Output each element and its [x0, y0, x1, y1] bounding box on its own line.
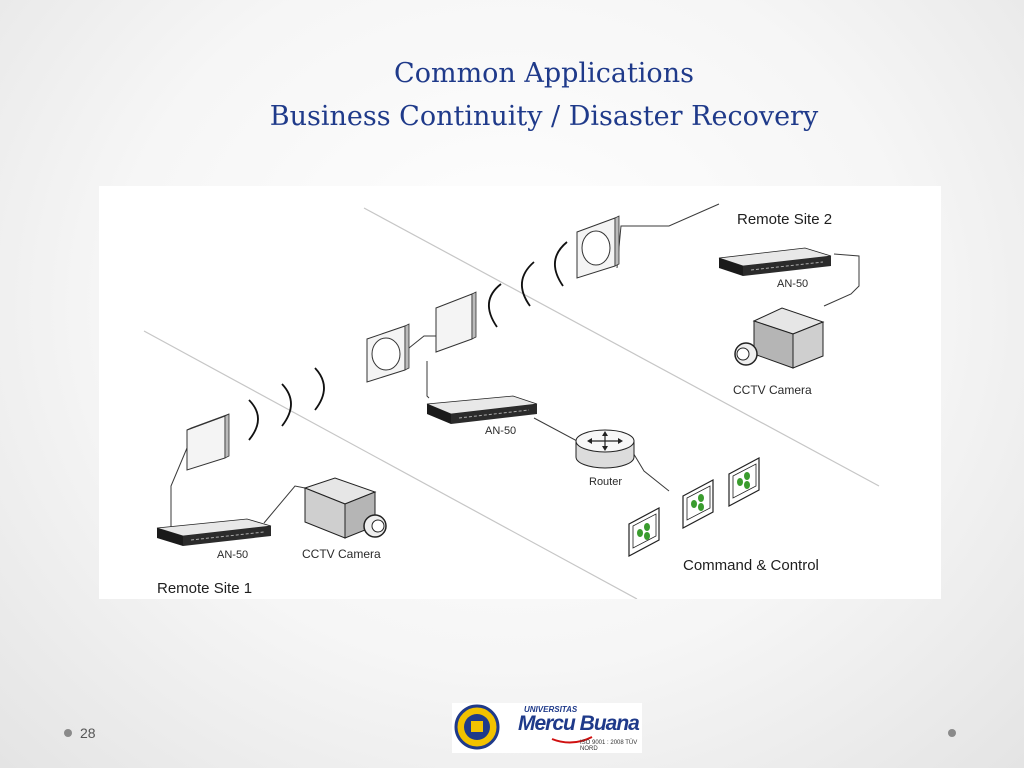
logo-seal-icon	[452, 703, 642, 753]
boundary-line-2	[363, 207, 880, 487]
network-diagram: AN-50 CCTV Camera Remote Site 1 AN-50 Ro…	[99, 186, 941, 599]
an50-device-center	[426, 395, 538, 424]
router-label: Router	[589, 476, 623, 488]
monitor-3	[728, 457, 760, 507]
connector-lines	[170, 203, 860, 531]
cctv-label-site-1: CCTV Camera	[302, 547, 381, 561]
diagram-graphics	[143, 203, 880, 599]
an50-label-center: AN-50	[485, 425, 517, 437]
page-number: 28	[80, 725, 96, 741]
remote-site-2-label: Remote Site 2	[737, 211, 833, 228]
title-line-1: Common Applications	[394, 58, 694, 89]
logo-iso-text: ISO 9001 : 2008 TÜV NORD	[580, 740, 638, 752]
dish-antenna-center	[366, 323, 410, 383]
router	[575, 429, 635, 469]
logo-main-text: Mercu Buana	[518, 712, 640, 735]
antenna-site-1	[186, 413, 230, 471]
an50-device-site-1	[156, 518, 272, 546]
an50-device-site-2	[718, 247, 832, 276]
radio-waves-2	[488, 241, 568, 328]
an50-label-site-1: AN-50	[217, 549, 249, 561]
footer-bullet-right	[948, 729, 956, 737]
radio-waves-1	[248, 367, 325, 441]
cctv-label-site-2: CCTV Camera	[733, 383, 812, 397]
remote-site-1-label: Remote Site 1	[157, 580, 253, 597]
slide-title: Common Applications Business Continuity …	[0, 52, 1024, 138]
cctv-camera-site-1	[303, 477, 387, 539]
an50-label-site-2: AN-50	[777, 278, 809, 290]
monitor-2	[682, 479, 714, 529]
footer-bullet-left	[64, 729, 72, 737]
boundary-line-1	[143, 330, 638, 599]
command-control-label: Command & Control	[683, 557, 819, 574]
university-logo: UNIVERSITAS Mercu Buana ISO 9001 : 2008 …	[452, 703, 642, 753]
title-line-2: Business Continuity / Disaster Recovery	[269, 101, 819, 132]
dish-antenna-site-2	[576, 215, 620, 279]
logo-top-text: UNIVERSITAS	[524, 705, 578, 714]
flat-antenna-center	[435, 291, 477, 353]
cctv-camera-site-2	[734, 307, 825, 369]
monitor-1	[628, 507, 660, 557]
